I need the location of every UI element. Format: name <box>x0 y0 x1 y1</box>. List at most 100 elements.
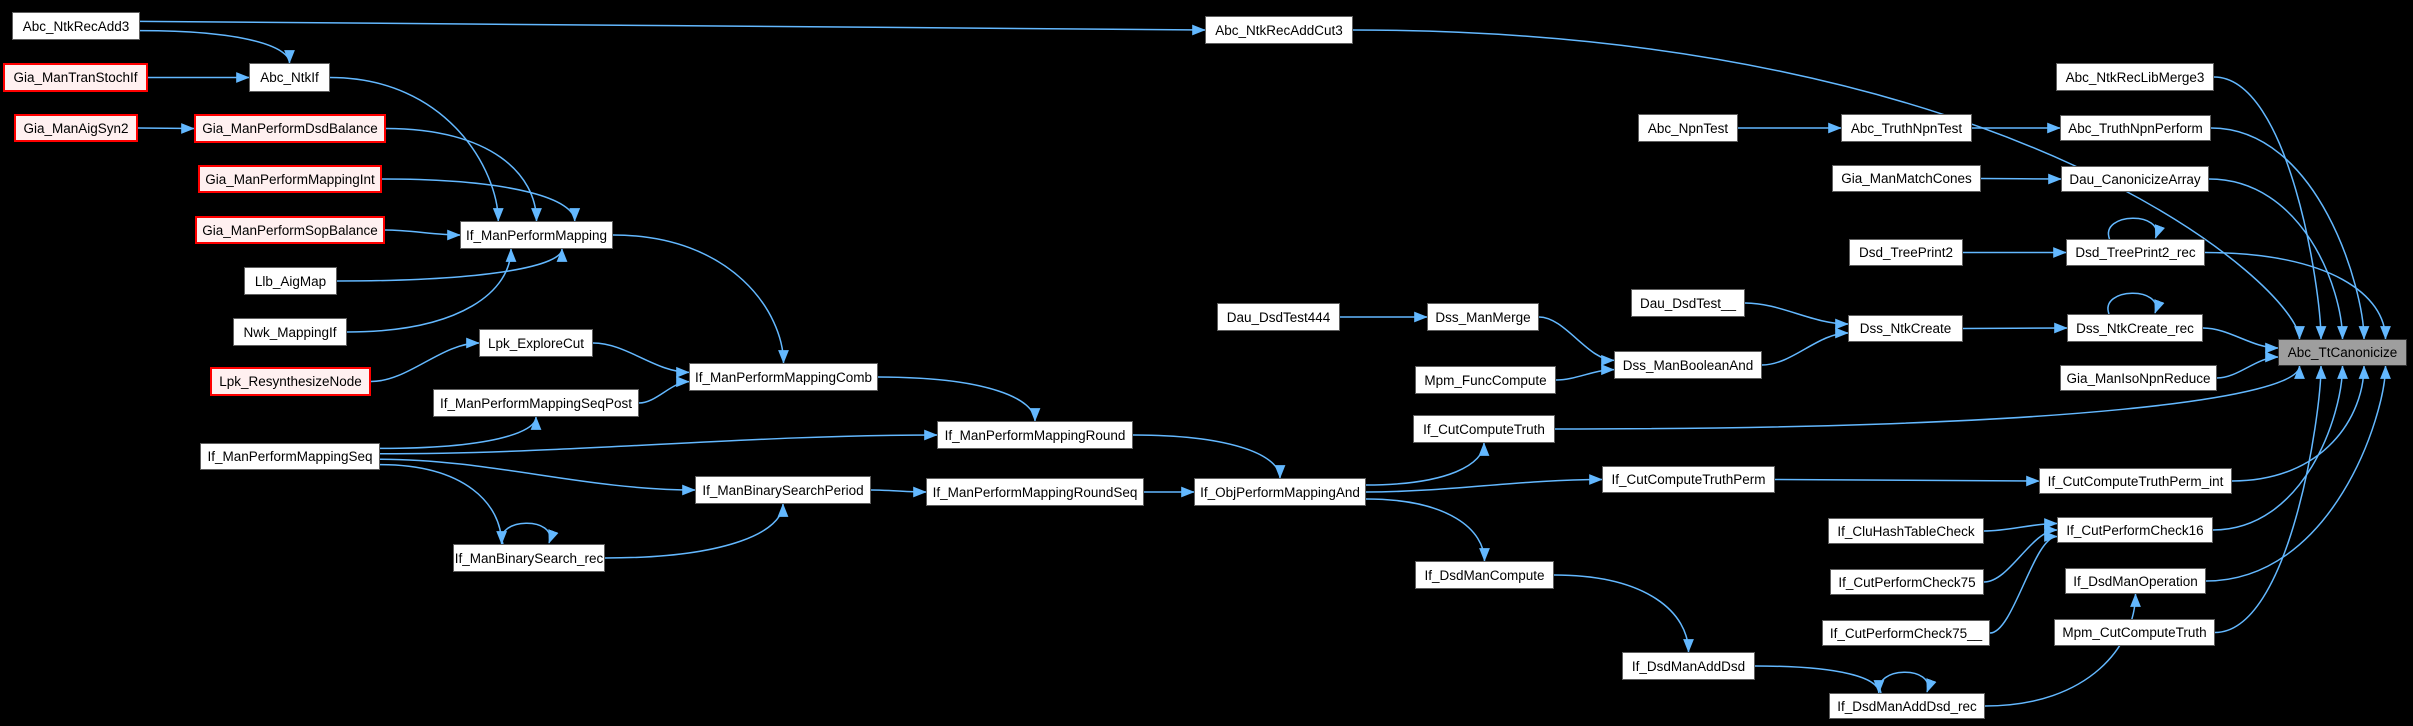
node-Gia_ManIsoNpnReduce[interactable]: Gia_ManIsoNpnReduce <box>2060 365 2217 391</box>
node-label: Lpk_ExploreCut <box>487 335 585 351</box>
edge-If_CluHashTableCheck-If_CutPerformCheck16 <box>1983 518 2058 532</box>
node-Gia_ManPerformMappingInt[interactable]: Gia_ManPerformMappingInt <box>198 165 382 193</box>
node-Abc_NtkRecLibMerge3[interactable]: Abc_NtkRecLibMerge3 <box>2056 63 2214 91</box>
node-Gia_ManPerformDsdBalance[interactable]: Gia_ManPerformDsdBalance <box>194 114 386 143</box>
node-Gia_ManTranStochIf[interactable]: Gia_ManTranStochIf <box>3 63 148 92</box>
node-label: Abc_NtkRecAddCut3 <box>1215 22 1343 38</box>
node-Dss_NtkCreate_rec[interactable]: Dss_NtkCreate_rec <box>2067 314 2203 342</box>
node-Lpk_ExploreCut[interactable]: Lpk_ExploreCut <box>479 329 593 357</box>
node-Mpm_FuncCompute[interactable]: Mpm_FuncCompute <box>1415 366 1556 394</box>
edge-If_CutComputeTruth-Abc_TtCanonicize <box>1554 365 2305 430</box>
node-label: Abc_NpnTest <box>1647 120 1729 136</box>
node-Abc_NtkRecAddCut3[interactable]: Abc_NtkRecAddCut3 <box>1205 16 1353 44</box>
edge-If_CutPerformCheck75__-If_CutPerformCheck16 <box>1989 531 2058 634</box>
node-If_CutComputeTruth[interactable]: If_CutComputeTruth <box>1413 415 1555 443</box>
node-If_DsdManAddDsd[interactable]: If_DsdManAddDsd <box>1622 652 1755 680</box>
node-label: Abc_TtCanonicize <box>2287 345 2398 360</box>
node-If_ManPerformMappingRoundSeq[interactable]: If_ManPerformMappingRoundSeq <box>926 478 1144 506</box>
node-Dsd_TreePrint2_rec[interactable]: Dsd_TreePrint2_rec <box>2066 239 2205 266</box>
node-If_CutComputeTruthPerm[interactable]: If_CutComputeTruthPerm <box>1602 466 1775 493</box>
edge-If_ManBinarySearchPeriod-If_ManPerformMappingRoundSeq <box>870 486 927 498</box>
node-If_CutPerformCheck75[interactable]: If_CutPerformCheck75 <box>1830 569 1984 595</box>
node-If_ObjPerformMappingAnd[interactable]: If_ObjPerformMappingAnd <box>1194 478 1366 506</box>
edge-If_CutPerformCheck16-Abc_TtCanonicize <box>2212 365 2348 531</box>
edge-Dau_DsdTest__-Dss_NtkCreate <box>1744 302 1849 330</box>
node-Mpm_CutComputeTruth[interactable]: Mpm_CutComputeTruth <box>2054 619 2215 646</box>
node-label: Llb_AigMap <box>254 273 327 289</box>
node-Gia_ManMatchCones[interactable]: Gia_ManMatchCones <box>1832 165 1981 192</box>
node-If_DsdManOperation[interactable]: If_DsdManOperation <box>2065 568 2206 594</box>
node-Abc_NpnTest[interactable]: Abc_NpnTest <box>1638 114 1738 142</box>
edge-If_ManPerformMappingRound-If_ObjPerformMappingAnd <box>1132 434 1286 479</box>
edge-Abc_NtkRecAddCut3-Abc_TtCanonicize <box>1352 29 2305 340</box>
edge-Mpm_CutComputeTruth-Abc_TtCanonicize <box>2214 365 2327 634</box>
edge-Dss_ManMerge-Dss_ManBooleanAnd <box>1538 316 1615 366</box>
edge-Gia_ManIsoNpnReduce-Abc_TtCanonicize <box>2216 351 2279 379</box>
edge-Gia_ManPerformSopBalance-If_ManPerformMapping <box>384 229 461 241</box>
node-If_DsdManAddDsd_rec[interactable]: If_DsdManAddDsd_rec <box>1829 693 1985 719</box>
node-label: Dss_ManMerge <box>1435 309 1531 325</box>
node-Dsd_TreePrint2[interactable]: Dsd_TreePrint2 <box>1849 239 1963 266</box>
node-label: Gia_ManTranStochIf <box>13 70 138 85</box>
edge-Dss_NtkCreate_rec-Dss_NtkCreate_rec <box>2107 292 2165 315</box>
node-Dss_NtkCreate[interactable]: Dss_NtkCreate <box>1848 315 1963 342</box>
edge-If_ManPerformMappingSeq-If_ManPerformMappingRound <box>379 429 938 455</box>
node-If_CutComputeTruthPerm_int[interactable]: If_CutComputeTruthPerm_int <box>2039 468 2232 494</box>
node-If_DsdManCompute[interactable]: If_DsdManCompute <box>1415 561 1554 589</box>
edge-Mpm_FuncCompute-Dss_ManBooleanAnd <box>1555 364 1615 381</box>
node-label: Abc_NtkIf <box>260 70 319 85</box>
node-If_ManBinarySearch_rec[interactable]: If_ManBinarySearch_rec <box>453 544 605 572</box>
node-If_ManPerformMappingSeqPost[interactable]: If_ManPerformMappingSeqPost <box>433 389 639 417</box>
node-label: If_CutPerformCheck75__ <box>1829 625 1983 641</box>
edge-Abc_NtkIf-If_ManPerformMapping <box>329 76 504 222</box>
edge-Dau_CanonicizeArray-Abc_TtCanonicize <box>2208 178 2348 340</box>
node-Abc_NtkRecAdd3[interactable]: Abc_NtkRecAdd3 <box>12 12 140 40</box>
edge-If_DsdManAddDsd-If_DsdManAddDsd_rec <box>1754 665 1885 694</box>
node-If_CutPerformCheck75__[interactable]: If_CutPerformCheck75__ <box>1822 620 1990 646</box>
edge-Abc_NtkRecLibMerge3-Abc_TtCanonicize <box>2213 76 2327 340</box>
node-label: If_CutComputeTruthPerm <box>1611 472 1766 487</box>
edge-If_ObjPerformMappingAnd-If_DsdManCompute <box>1365 498 1490 562</box>
node-label: Abc_NtkRecLibMerge3 <box>2065 69 2205 85</box>
node-Dss_ManBooleanAnd[interactable]: Dss_ManBooleanAnd <box>1614 351 1762 379</box>
node-If_ManPerformMappingSeq[interactable]: If_ManPerformMappingSeq <box>200 443 380 470</box>
node-Lpk_ResynthesizeNode[interactable]: Lpk_ResynthesizeNode <box>210 367 371 396</box>
edge-If_ObjPerformMappingAnd-If_CutComputeTruth <box>1365 442 1490 486</box>
node-label: If_ManPerformMappingComb <box>694 369 873 385</box>
edge-If_ManBinarySearch_rec-If_ManBinarySearchPeriod <box>604 503 789 559</box>
node-label: Gia_ManIsoNpnReduce <box>2066 370 2211 386</box>
edge-If_DsdManAddDsd_rec-If_DsdManOperation <box>1984 593 2141 707</box>
node-If_ManPerformMapping[interactable]: If_ManPerformMapping <box>460 221 613 249</box>
node-Dau_CanonicizeArray[interactable]: Dau_CanonicizeArray <box>2061 166 2209 192</box>
node-Gia_ManAigSyn2[interactable]: Gia_ManAigSyn2 <box>14 114 138 142</box>
node-label: Dau_CanonicizeArray <box>2069 171 2201 187</box>
node-label: Dsd_TreePrint2 <box>1858 245 1954 260</box>
edge-Dss_NtkCreate-Dss_NtkCreate_rec <box>1962 322 2068 334</box>
edge-If_CutComputeTruthPerm-If_CutComputeTruthPerm_int <box>1774 475 2040 487</box>
edge-If_ManPerformMappingSeq-If_ManBinarySearchPeriod <box>379 458 696 496</box>
node-Llb_AigMap[interactable]: Llb_AigMap <box>244 267 337 295</box>
node-label: Abc_TruthNpnPerform <box>2068 120 2203 136</box>
node-label: Dss_NtkCreate_rec <box>2076 320 2194 336</box>
node-label: Gia_ManAigSyn2 <box>23 120 129 136</box>
node-If_CluHashTableCheck[interactable]: If_CluHashTableCheck <box>1828 518 1984 544</box>
edge-Lpk_ResynthesizeNode-Lpk_ExploreCut <box>370 337 480 383</box>
node-If_ManPerformMappingComb[interactable]: If_ManPerformMappingComb <box>689 363 878 391</box>
node-Abc_TruthNpnTest[interactable]: Abc_TruthNpnTest <box>1841 114 1972 142</box>
edge-Gia_ManAigSyn2-Gia_ManPerformDsdBalance <box>137 123 195 134</box>
node-If_CutPerformCheck16[interactable]: If_CutPerformCheck16 <box>2057 517 2213 543</box>
node-If_ManBinarySearchPeriod[interactable]: If_ManBinarySearchPeriod <box>695 476 871 504</box>
node-label: Dau_DsdTest444 <box>1226 309 1331 325</box>
node-Nwk_MappingIf[interactable]: Nwk_MappingIf <box>233 318 347 346</box>
node-label: If_CutPerformCheck16 <box>2066 522 2204 538</box>
node-Gia_ManPerformSopBalance[interactable]: Gia_ManPerformSopBalance <box>195 216 385 244</box>
node-Dss_ManMerge[interactable]: Dss_ManMerge <box>1427 303 1539 331</box>
edge-Abc_TruthNpnPerform-Abc_TtCanonicize <box>2210 127 2370 340</box>
node-Dau_DsdTest__[interactable]: Dau_DsdTest__ <box>1631 289 1745 317</box>
edge-If_ManPerformMappingSeq-If_ManBinarySearch_rec <box>379 463 508 545</box>
node-Dau_DsdTest444[interactable]: Dau_DsdTest444 <box>1217 303 1340 331</box>
node-Abc_TruthNpnPerform[interactable]: Abc_TruthNpnPerform <box>2060 115 2211 141</box>
node-If_ManPerformMappingRound[interactable]: If_ManPerformMappingRound <box>937 421 1133 449</box>
node-Abc_NtkIf[interactable]: Abc_NtkIf <box>249 63 330 92</box>
